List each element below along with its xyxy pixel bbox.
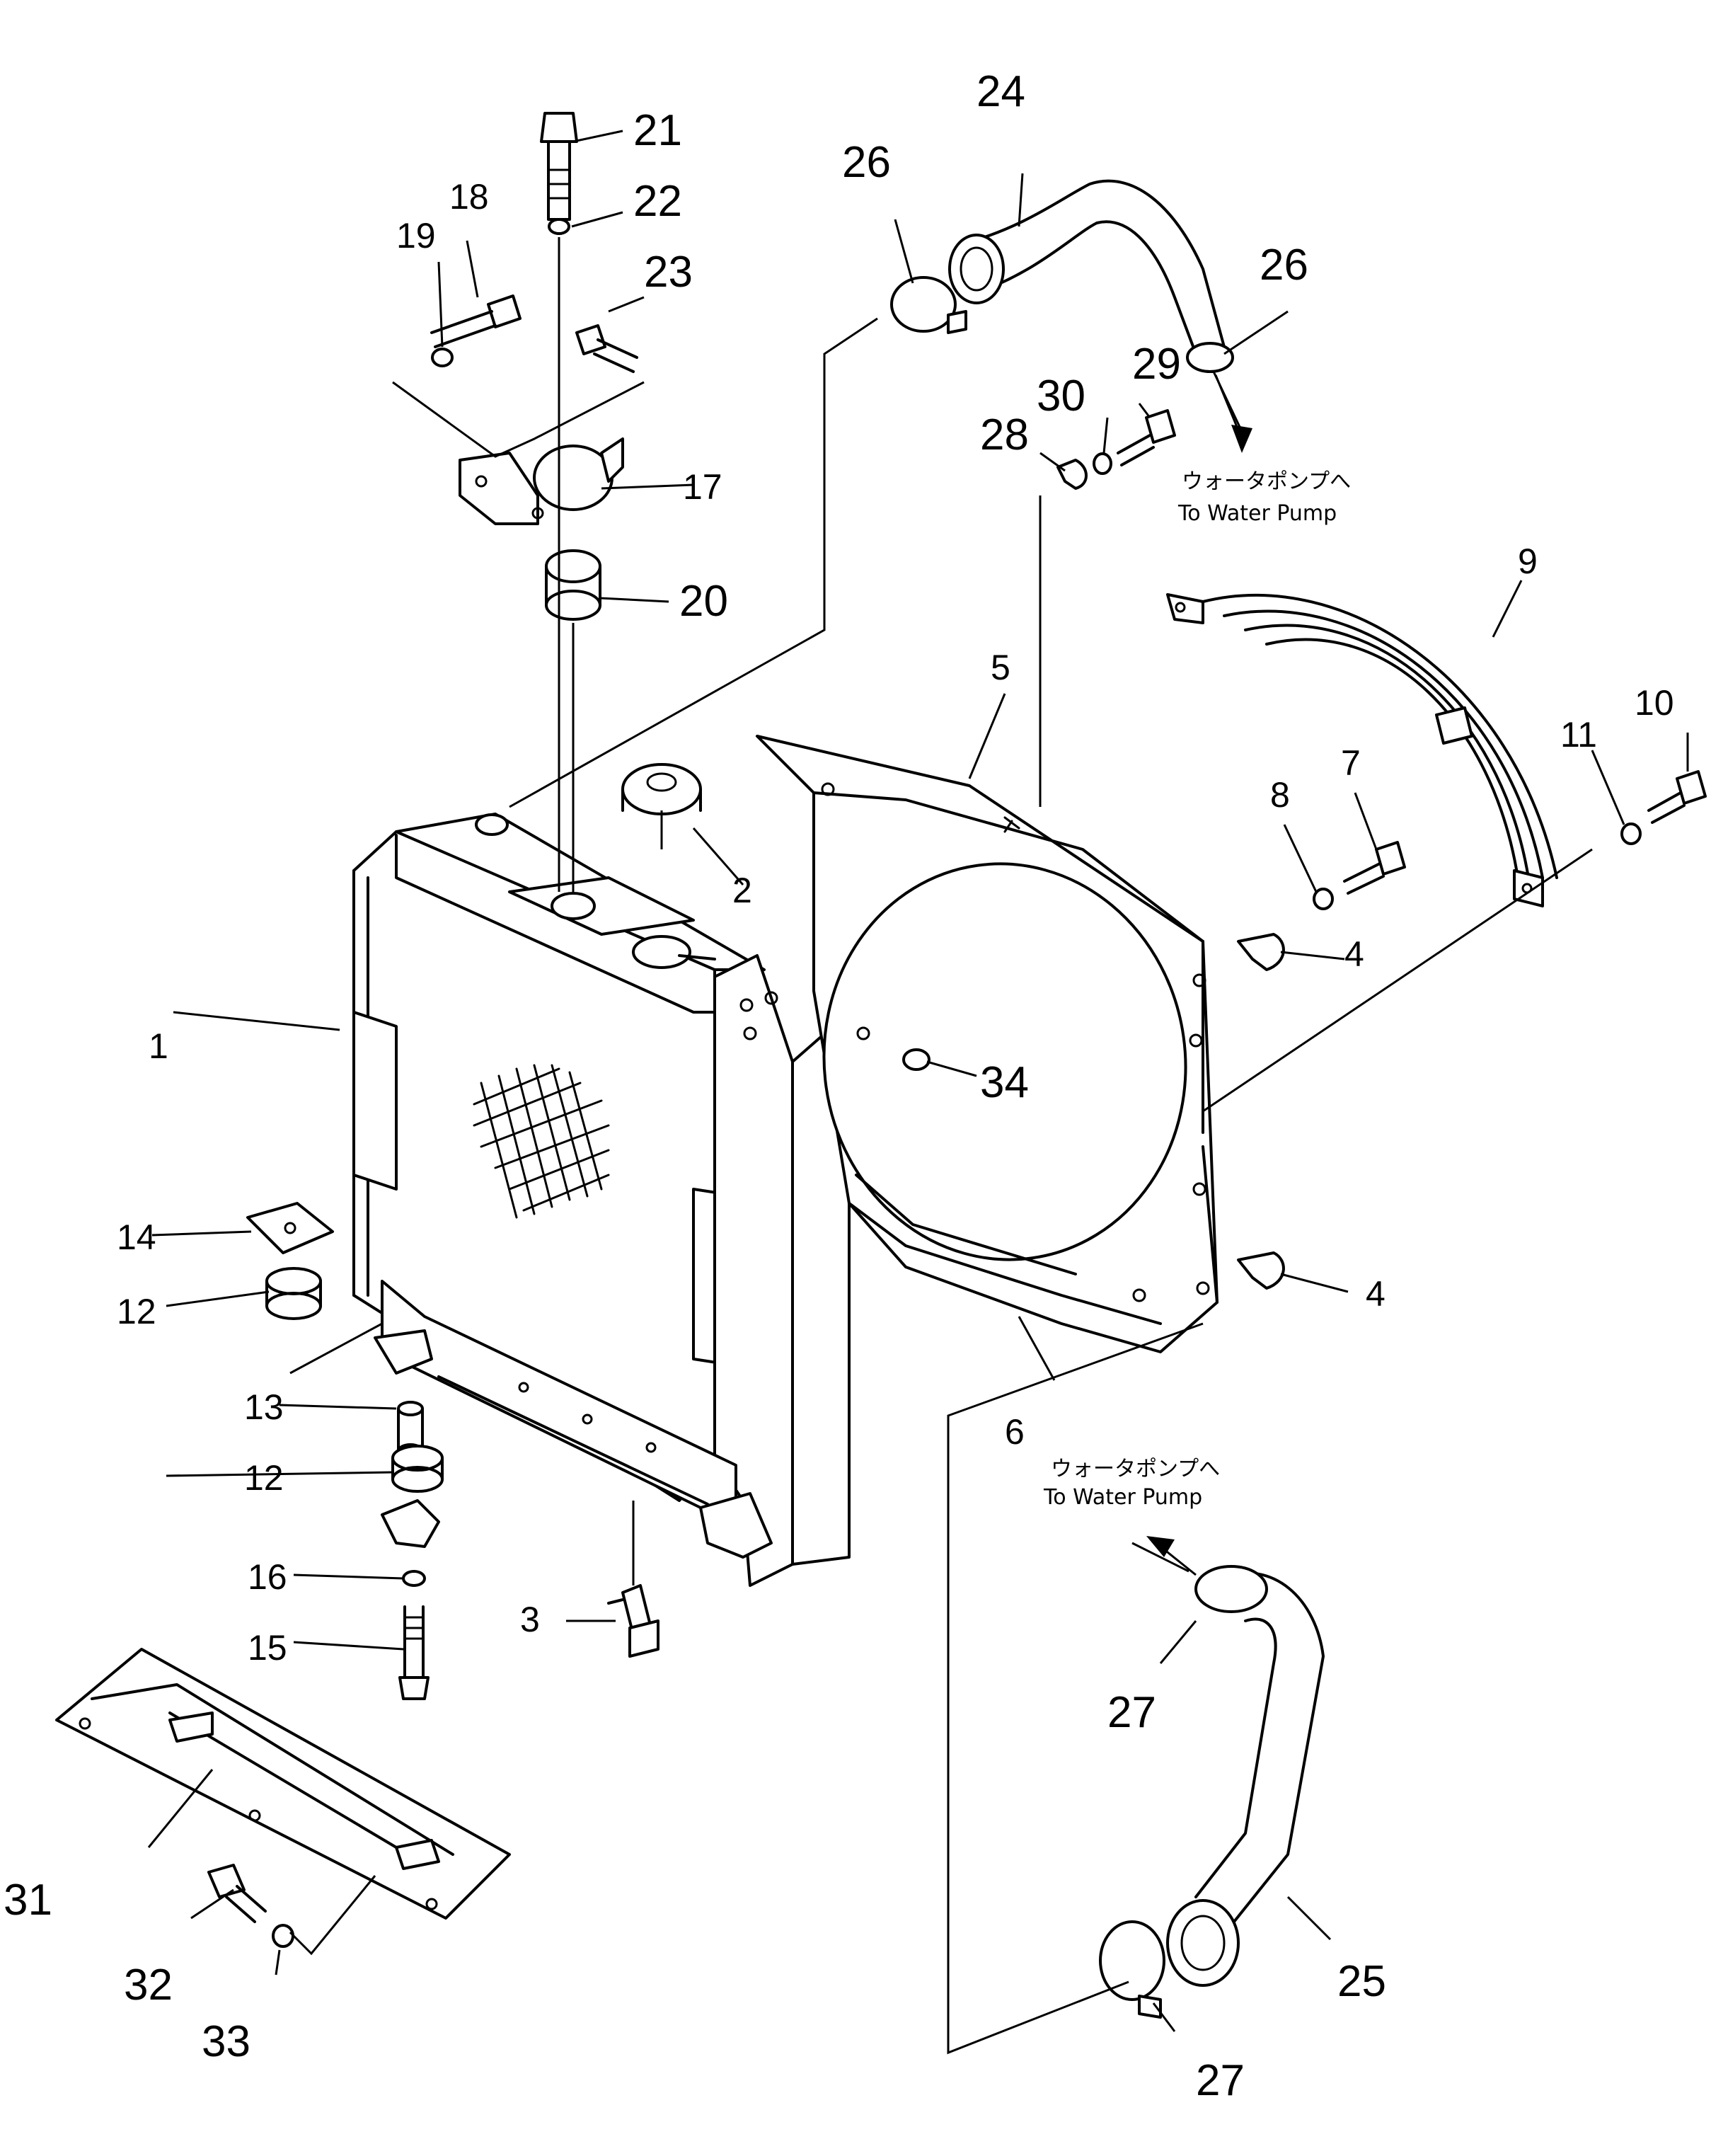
washer-33	[272, 1924, 294, 1948]
label-part-12-lower: 12	[244, 1458, 284, 1498]
clip-4-lower	[1237, 1251, 1285, 1290]
label-part-16: 16	[248, 1557, 287, 1597]
washer-11	[1620, 822, 1642, 845]
washer-30	[1093, 452, 1112, 475]
label-part-9: 9	[1518, 541, 1538, 581]
label-part-26-left: 26	[842, 138, 891, 187]
note-to-water-pump-top-en: To Water Pump	[1177, 501, 1337, 526]
leader-lines	[147, 130, 1689, 2032]
label-part-21: 21	[633, 106, 682, 155]
label-part-27-upper: 27	[1107, 1688, 1156, 1737]
collar-13	[397, 1401, 424, 1459]
label-part-4-lower: 4	[1366, 1274, 1385, 1314]
bolt-21	[540, 112, 578, 221]
plug-34	[902, 1048, 931, 1071]
label-part-11: 11	[1560, 715, 1597, 755]
label-part-22: 22	[633, 177, 682, 226]
label-part-32: 32	[124, 1961, 173, 2009]
plate-14	[246, 1202, 334, 1254]
label-part-12-upper: 12	[117, 1292, 156, 1331]
washer-22	[548, 218, 570, 235]
radiator-cap-2	[621, 763, 702, 815]
hose-clamp-26-upper	[890, 276, 967, 334]
clip-4-upper	[1237, 933, 1285, 971]
label-part-7: 7	[1341, 743, 1361, 783]
washer-19	[431, 348, 454, 367]
note-to-water-pump-top-jp: ウォータポンプへ	[1182, 469, 1351, 494]
label-part-25: 25	[1337, 1957, 1386, 2006]
under-cover-31	[55, 1648, 511, 1920]
label-part-3: 3	[520, 1600, 540, 1639]
label-part-33: 33	[202, 2017, 250, 2066]
label-part-15: 15	[248, 1628, 287, 1668]
arrow-to-water-pump-top	[1214, 374, 1252, 453]
bolt-10	[1647, 770, 1707, 824]
arrow-to-water-pump-bottom	[1146, 1536, 1197, 1576]
label-part-14: 14	[117, 1217, 156, 1257]
label-part-10: 10	[1635, 683, 1674, 723]
label-part-18: 18	[449, 177, 489, 217]
drain-valve-3	[607, 1584, 659, 1658]
bolt-32	[207, 1864, 267, 1923]
label-part-1: 1	[149, 1026, 168, 1066]
cushion-12-upper	[265, 1267, 322, 1320]
fan-guard	[1166, 593, 1558, 907]
mounting-bracket-17	[459, 437, 624, 525]
label-part-6: 6	[1005, 1412, 1025, 1452]
bolt-23	[575, 324, 638, 373]
washer-16	[402, 1570, 426, 1587]
label-part-34: 34	[980, 1058, 1029, 1107]
label-part-5: 5	[991, 648, 1010, 687]
label-part-30: 30	[1037, 372, 1085, 420]
note-to-water-pump-bottom-en: To Water Pump	[1043, 1485, 1202, 1510]
label-part-29: 29	[1132, 340, 1181, 389]
bolt-7	[1343, 841, 1406, 895]
label-part-24: 24	[977, 67, 1025, 116]
label-part-26-right: 26	[1260, 241, 1308, 289]
label-part-17: 17	[683, 467, 722, 507]
label-part-8: 8	[1270, 775, 1290, 815]
cushion-20	[545, 549, 601, 621]
washer-8	[1313, 888, 1334, 910]
bolt-15	[398, 1605, 430, 1700]
mount-bracket	[381, 1499, 440, 1548]
label-part-27-lower: 27	[1196, 2056, 1245, 2105]
label-part-19: 19	[396, 216, 436, 256]
label-part-4-upper: 4	[1344, 934, 1364, 974]
fan-shroud	[756, 735, 1219, 1353]
label-part-31: 31	[4, 1876, 52, 1925]
label-part-28: 28	[980, 411, 1029, 459]
label-part-2: 2	[732, 871, 752, 910]
note-to-water-pump-bottom-jp: ウォータポンプへ	[1051, 1457, 1220, 1481]
label-part-23: 23	[644, 248, 693, 297]
clip-28	[1056, 459, 1088, 490]
label-part-20: 20	[679, 577, 728, 626]
bolt-29	[1117, 409, 1176, 466]
upper-hose	[948, 179, 1234, 373]
cushion-12-lower	[391, 1445, 444, 1493]
radiator-core	[352, 813, 851, 1587]
lower-hose	[1166, 1565, 1325, 1987]
hose-clamp-27-lower	[1099, 1920, 1165, 2019]
label-part-13: 13	[244, 1387, 284, 1427]
bolt-18	[430, 294, 522, 348]
core-mesh	[473, 1064, 610, 1219]
